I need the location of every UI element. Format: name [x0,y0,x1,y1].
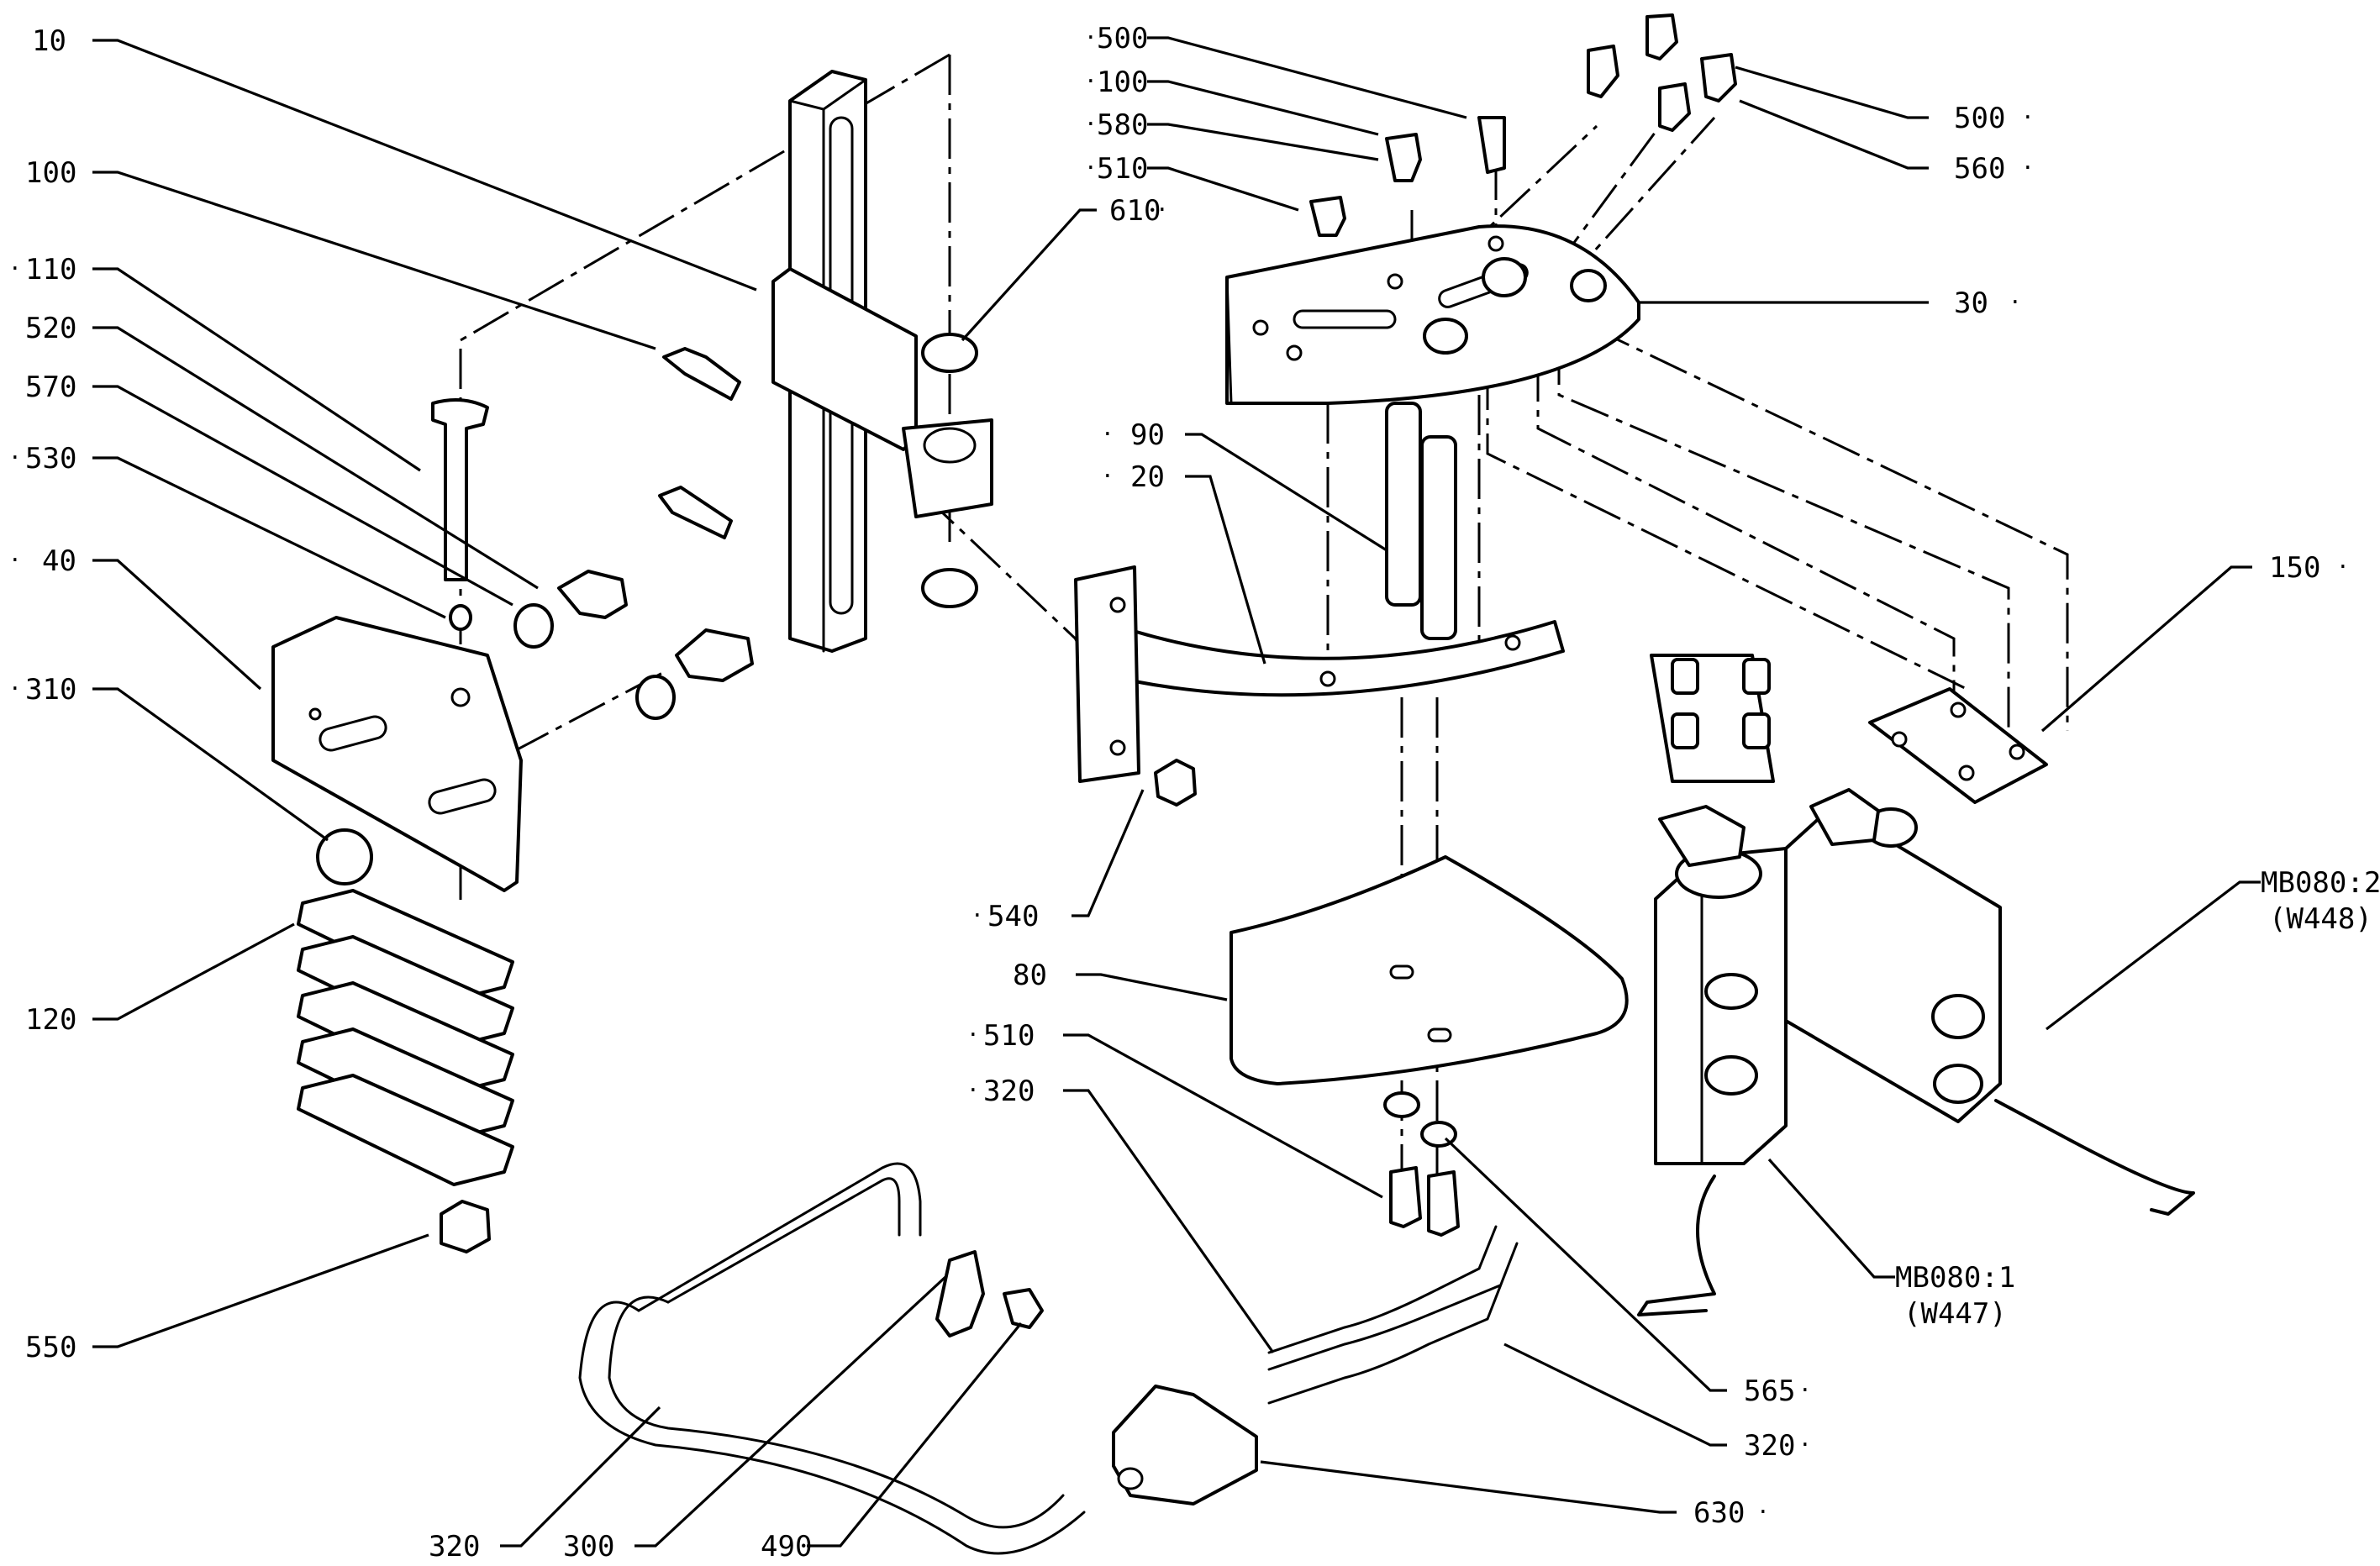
part-300-clip [935,1250,985,1337]
svg-text:·: · [1084,112,1098,137]
callout-610: 610 [1109,194,1161,228]
svg-text:·: · [2009,290,2022,315]
svg-text:·: · [2021,155,2035,181]
svg-text:·: · [1156,197,1169,223]
svg-text:·: · [1798,1432,1812,1458]
callout-300: 300 [563,1530,614,1563]
callout-565: 565 [1744,1374,1795,1408]
svg-text:·: · [2336,554,2350,580]
part-120-shim-stack [297,889,514,1186]
svg-text:·: · [1084,155,1098,181]
callout-510-mid: 510 [983,1019,1035,1053]
callout-560: 560 [1954,152,2005,186]
part-30-top-plate [1225,224,1640,405]
bolt-group [1650,654,1775,783]
callout-110: 110 [25,253,76,286]
svg-text:·: · [8,676,22,702]
svg-text:·: · [1084,69,1098,94]
svg-text:·: · [1101,464,1114,489]
callout-30: 30 [1954,286,1988,320]
svg-text:·: · [966,1078,980,1103]
callout-320-bottom: 320 [429,1530,480,1563]
callout-labels: 10 100 · 110 520 570 · 530 · 40 · 310 12… [8,22,2380,1563]
callout-530: 530 [25,442,76,476]
mb080-modules [1637,788,2195,1316]
callout-90: 90 [1130,418,1165,452]
part-10-vertical-rail [771,70,918,653]
callout-20: 20 [1130,460,1165,494]
part-150-small-plate [1868,687,2048,804]
callout-520: 520 [25,312,76,345]
callout-320-mid: 320 [983,1075,1035,1108]
callout-630: 630 [1693,1496,1745,1530]
callout-100-top: 100 [1097,66,1148,99]
callout-w447: (W447) [1903,1297,2007,1331]
callout-mb0801: MB080:1 [1895,1261,2015,1295]
svg-text:·: · [971,903,984,928]
svg-text:·: · [2021,105,2035,130]
callout-580: 580 [1097,108,1148,142]
part-310-ball [316,828,373,885]
callout-10: 10 [32,24,66,58]
part-320-tubes [578,1162,1519,1555]
callout-40: 40 [42,544,76,578]
callout-150: 150 [2269,551,2320,585]
callout-320-right: 320 [1744,1429,1795,1463]
part-20-curved-bracket [1074,565,1565,783]
callout-540: 540 [987,900,1039,933]
svg-text:·: · [8,548,22,573]
callout-mb0802: MB080:2 [2261,866,2380,900]
svg-text:·: · [1084,25,1098,50]
callout-500-right: 500 [1954,102,2005,135]
callout-80: 80 [1013,959,1047,992]
callout-120: 120 [25,1003,76,1037]
callout-w448: (W448) [2269,902,2372,936]
callout-490: 490 [761,1530,812,1563]
callout-570: 570 [25,370,76,404]
callout-510-top: 510 [1097,152,1148,186]
svg-text:·: · [8,445,22,470]
leader-lines [92,36,2261,1548]
callout-100-left: 100 [25,156,76,190]
svg-text:·: · [1756,1500,1770,1525]
part-80-base-plate [1229,855,1629,1085]
svg-text:·: · [966,1022,980,1048]
callout-500-top: 500 [1097,22,1148,55]
callout-310: 310 [25,673,76,707]
svg-text:·: · [8,256,22,281]
svg-text:·: · [1101,422,1114,447]
part-630-connector [1112,1385,1258,1506]
svg-text:·: · [1798,1378,1812,1403]
part-40-block [271,616,523,892]
callout-550: 550 [25,1331,76,1364]
